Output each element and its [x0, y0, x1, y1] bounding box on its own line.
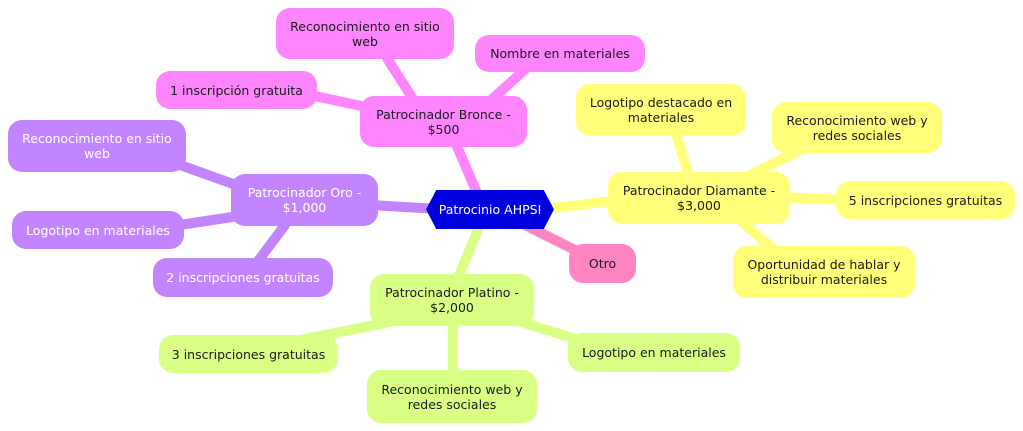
node-label: Nombre en materiales: [490, 46, 630, 61]
node-otro-label: Otro: [588, 256, 617, 271]
node-oro-label: Patrocinador Oro - $1,000: [247, 185, 362, 215]
node-oro-web[interactable]: Reconocimiento en sitio web: [8, 120, 186, 172]
node-platino-inscripciones[interactable]: 3 inscripciones gratuitas: [159, 335, 338, 373]
node-platino-label: Patrocinador Platino - $2,000: [385, 285, 519, 315]
node-diamante-logo[interactable]: Logotipo destacado en materiales: [576, 84, 746, 136]
node-label: Logotipo en materiales: [26, 222, 170, 238]
node-label: Oportunidad de hablar y distribuir mater…: [747, 257, 901, 287]
edge-root-diamante: [540, 195, 625, 214]
node-label: 1 inscripción gratuita: [170, 82, 303, 98]
node-oro-logo[interactable]: Logotipo en materiales: [12, 211, 184, 249]
edge-diamante-inscripciones: [775, 192, 850, 205]
node-label: 3 inscripciones gratuitas: [171, 346, 326, 362]
node-platino[interactable]: Patrocinador Platino - $2,000: [370, 274, 534, 326]
node-bronce-web[interactable]: Reconocimiento en sitio web: [276, 8, 454, 59]
node-bronce-inscripcion[interactable]: 1 inscripción gratuita: [156, 71, 317, 109]
node-oro-inscripciones[interactable]: 2 inscripciones gratuitas: [153, 258, 333, 297]
node-diamante-web[interactable]: Reconocimiento web y redes sociales: [772, 102, 942, 153]
node-label: Logotipo en materiales: [582, 345, 726, 360]
root-node[interactable]: Patrocinio AHPSI: [426, 190, 554, 229]
node-label: 5 inscripciones gratuitas: [848, 192, 1003, 208]
node-diamante-hablar[interactable]: Oportunidad de hablar y distribuir mater…: [733, 246, 915, 298]
node-label: Reconocimiento web y redes sociales: [381, 381, 523, 412]
node-platino-web[interactable]: Reconocimiento web y redes sociales: [367, 370, 537, 423]
node-label: Reconocimiento en sitio web: [290, 18, 440, 49]
node-bronce-label: Patrocinador Bronce - $500: [376, 106, 511, 137]
node-label: Reconocimiento en sitio web: [22, 131, 172, 161]
node-oro[interactable]: Patrocinador Oro - $1,000: [231, 174, 378, 226]
root-label: Patrocinio AHPSI: [438, 202, 542, 217]
node-label: 2 inscripciones gratuitas: [166, 270, 320, 285]
edge-diamante-logo: [670, 125, 695, 185]
node-otro[interactable]: Otro: [569, 244, 636, 283]
node-label: Logotipo destacado en materiales: [589, 95, 733, 125]
node-diamante-label: Patrocinador Diamante - $3,000: [622, 183, 776, 213]
node-diamante-inscripciones[interactable]: 5 inscripciones gratuitas: [836, 181, 1015, 219]
node-bronce[interactable]: Patrocinador Bronce - $500: [360, 96, 527, 147]
node-diamante[interactable]: Patrocinador Diamante - $3,000: [608, 172, 790, 224]
node-label: Reconocimiento web y redes sociales: [786, 112, 928, 143]
node-bronce-nombre[interactable]: Nombre en materiales: [475, 35, 645, 72]
node-platino-logo[interactable]: Logotipo en materiales: [568, 333, 740, 372]
